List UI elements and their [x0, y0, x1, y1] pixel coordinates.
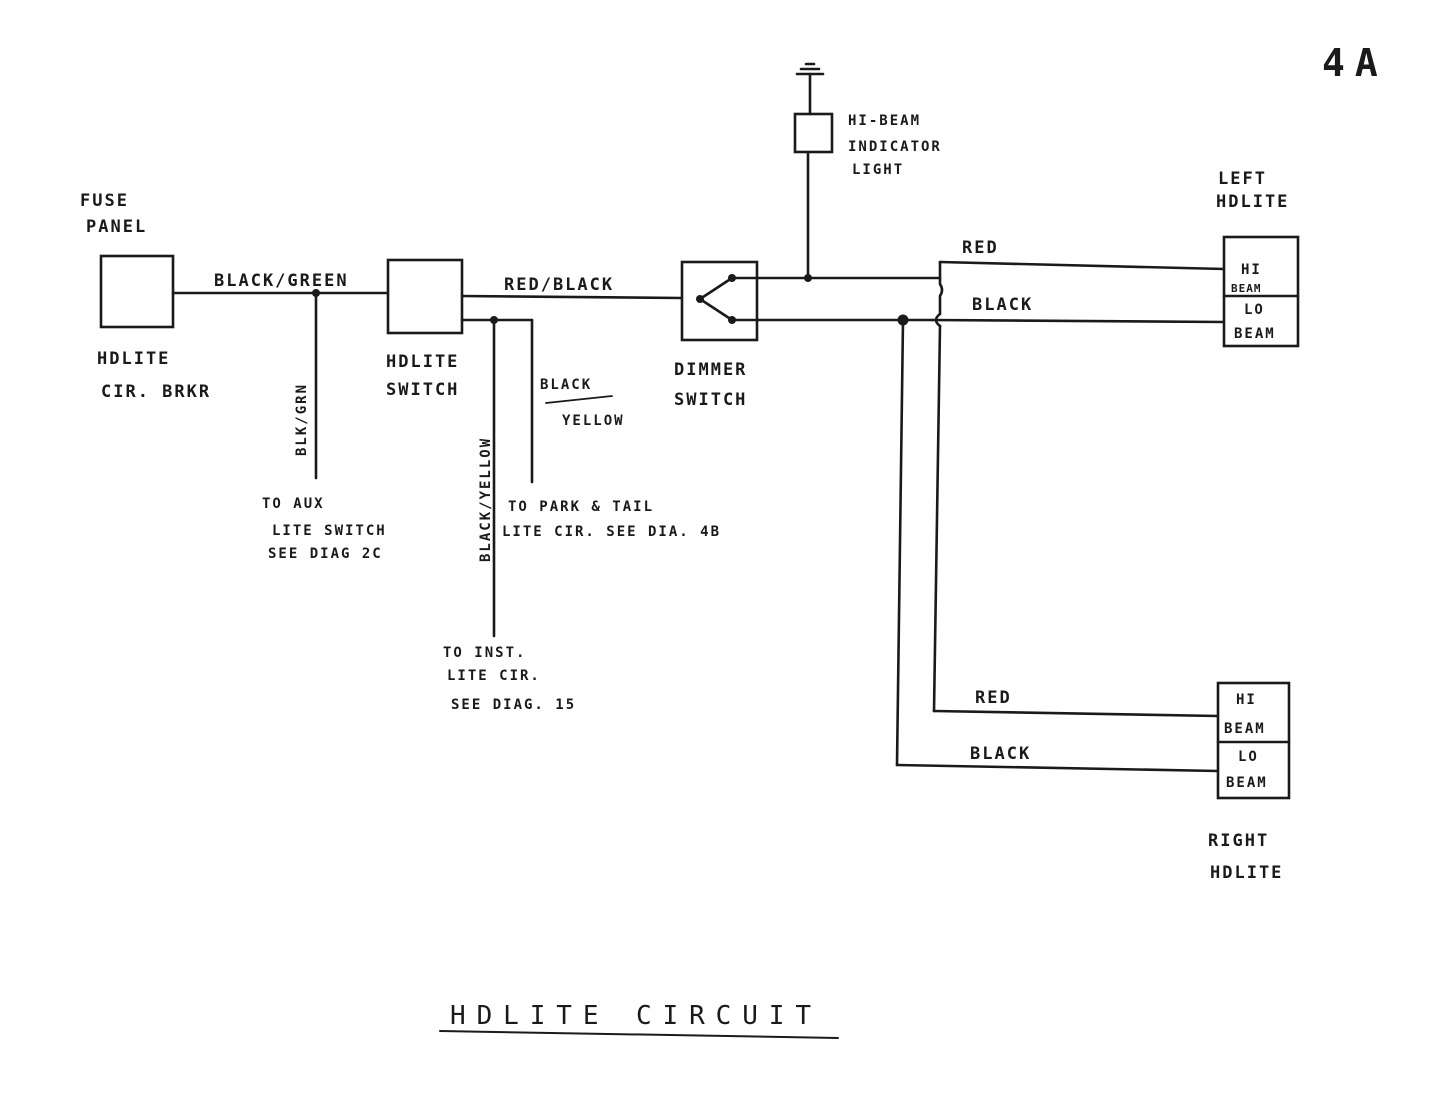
left-hdlite-lo-line1: LO — [1244, 302, 1265, 318]
wire-red-down — [932, 324, 942, 713]
hdlite-switch-label-line2: SWITCH — [386, 380, 459, 400]
wire-label-divider — [545, 395, 613, 404]
left-hdlite-lo-line2: BEAM — [1234, 326, 1276, 342]
note-park-tail-line2: LITE CIR. SEE DIA. 4B — [502, 524, 721, 540]
wire-red-right-hdlite — [932, 709, 1220, 718]
note-aux-line2: LITE SWITCH — [272, 523, 387, 539]
diagram-title: HDLITE CIRCUIT — [450, 1001, 820, 1031]
page-number: 4A — [1322, 41, 1388, 85]
circuit-breaker-label-line1: HDLITE — [97, 349, 170, 369]
dimmer-switch-label-line2: SWITCH — [674, 390, 747, 410]
wire-blk-grn-label: BLK/GRN — [294, 383, 310, 456]
left-hdlite-hi-line2: BEAM — [1231, 282, 1262, 295]
dimmer-contact-arm-upper — [698, 276, 734, 301]
note-inst-line3: SEE DIAG. 15 — [451, 697, 576, 713]
indicator-label-line3: LIGHT — [852, 162, 904, 178]
title-underline — [439, 1030, 839, 1039]
wire-black-yellow-label-top: BLACK — [540, 377, 592, 393]
wire-black-down — [895, 318, 905, 767]
wire-black-left-hdlite — [930, 318, 1226, 324]
note-park-tail-line1: TO PARK & TAIL — [508, 499, 654, 515]
hdlite-switch-label-line1: HDLITE — [386, 352, 459, 372]
fuse-panel-label-line2: PANEL — [86, 217, 147, 237]
wire-red-black — [460, 294, 684, 300]
note-inst-line2: LITE CIR. — [447, 668, 541, 684]
wire-red-hop — [934, 276, 944, 328]
note-aux-line1: TO AUX — [262, 496, 325, 512]
wire-black-right-hdlite — [895, 763, 1220, 773]
left-hdlite-hi-line1: HI — [1241, 262, 1262, 278]
right-hdlite-label-line1: RIGHT — [1208, 831, 1269, 851]
right-hdlite-lo-line2: BEAM — [1226, 775, 1268, 791]
wire-red-right-label: RED — [975, 688, 1012, 708]
right-hdlite-box — [1216, 681, 1291, 800]
fuse-panel-label-line1: FUSE — [80, 191, 129, 211]
hdlite-switch-box — [386, 258, 464, 335]
left-hdlite-label-line2: HDLITE — [1216, 192, 1289, 212]
circuit-breaker-label-line2: CIR. BRKR — [101, 382, 211, 402]
wire-black-green-label: BLACK/GREEN — [214, 271, 349, 291]
right-hdlite-hi-line1: HI — [1236, 692, 1257, 708]
indicator-label-line1: HI-BEAM — [848, 113, 921, 129]
hibeam-indicator: HI-BEAM INDICATOR LIGHT — [793, 62, 942, 280]
indicator-lamp-box — [793, 112, 834, 154]
right-hdlite: HI BEAM LO BEAM RIGHT HDLITE — [1208, 681, 1291, 883]
fuse-panel: FUSE PANEL HDLITE CIR. BRKR — [80, 191, 211, 402]
left-hdlite-label-line1: LEFT — [1218, 169, 1267, 189]
note-aux-line3: SEE DIAG 2C — [268, 546, 383, 562]
circuit-breaker-box — [99, 254, 175, 329]
dimmer-switch-box — [680, 260, 759, 342]
right-hdlite-label-line2: HDLITE — [1210, 863, 1283, 883]
wire-red-left-hdlite — [938, 260, 1226, 271]
dimmer-contact-arm-lower — [698, 297, 734, 322]
wire-black-left-label: BLACK — [972, 295, 1033, 315]
wire-black-yellow-label-bottom: YELLOW — [562, 413, 625, 429]
dimmer-switch-label-line1: DIMMER — [674, 360, 747, 380]
left-hdlite: LEFT HDLITE HI BEAM LO BEAM — [1216, 169, 1300, 348]
right-hdlite-lo-line1: LO — [1238, 749, 1259, 765]
note-inst-line1: TO INST. — [443, 645, 526, 661]
right-hdlite-hi-line2: BEAM — [1224, 721, 1266, 737]
left-hdlite-box — [1222, 235, 1300, 348]
wire-black-yellow-vertical-label: BLACK/YELLOW — [478, 437, 494, 562]
hdlite-switch: HDLITE SWITCH — [386, 258, 464, 400]
wire-red-left-label: RED — [962, 238, 999, 258]
wire-red-black-label: RED/BLACK — [504, 275, 614, 295]
dimmer-pivot — [696, 295, 704, 303]
indicator-label-line2: INDICATOR — [848, 139, 942, 155]
dimmer-switch: DIMMER SWITCH — [674, 260, 759, 410]
wire-black-right-label: BLACK — [970, 744, 1031, 764]
